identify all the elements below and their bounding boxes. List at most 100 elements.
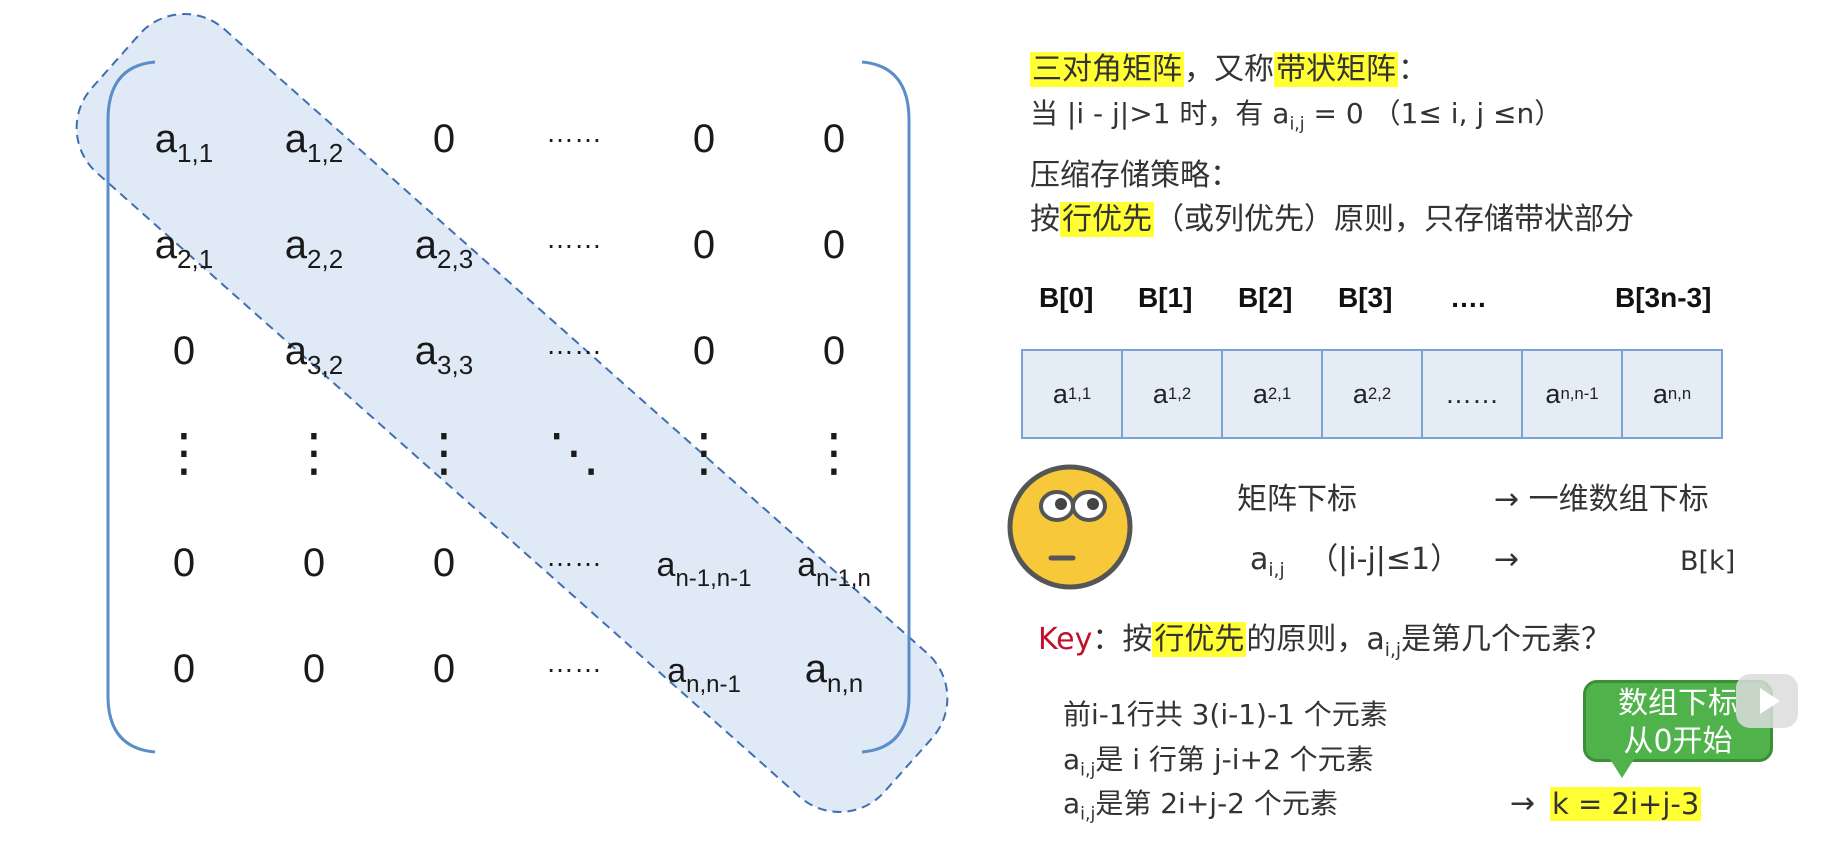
key-text-c: 是第几个元素？ — [1401, 622, 1612, 657]
array-label-2: B[2] — [1238, 282, 1293, 313]
bubble-line-1: 数组下标 — [1618, 686, 1738, 721]
matrix-cell: 0 — [693, 223, 715, 267]
matrix-cell: a2,1 — [155, 223, 213, 274]
array-label-0: B[0] — [1039, 282, 1094, 313]
matrix-cell: 0 — [303, 541, 325, 585]
matrix-cell: 0 — [823, 117, 845, 161]
array-cell: …… — [1423, 351, 1523, 437]
step-2-a: a — [1063, 743, 1081, 776]
array-label-3: B[3] — [1338, 282, 1393, 313]
matrix-cell: …… — [546, 223, 602, 254]
condition-subscript: i,j — [1289, 114, 1305, 135]
mapping-right-label: → 一维数组下标 — [1494, 482, 1709, 517]
step-2: ai,j是 i 行第 j-i+2 个元素 — [1063, 742, 1374, 789]
step-3-subscript: i,j — [1080, 804, 1096, 825]
final-arrow: → — [1510, 786, 1536, 821]
matrix-cell: a2,2 — [285, 223, 343, 274]
final-formula-highlight: k = 2i+j-3 — [1550, 787, 1702, 821]
key-highlight-row-major: 行优先 — [1152, 622, 1247, 657]
title-end: ： — [1398, 52, 1428, 87]
mapping-bk: B[k] — [1680, 546, 1736, 577]
rule-highlight-row-major: 行优先 — [1060, 202, 1154, 237]
matrix-cell: ⋮ — [158, 424, 210, 482]
step-3-a: a — [1063, 787, 1081, 820]
matrix-cell: 0 — [173, 329, 195, 373]
step-2-subscript: i,j — [1080, 760, 1096, 781]
matrix-cell: ⋮ — [678, 424, 730, 482]
step-3-b: 是第 2i+j-2 个元素 — [1095, 787, 1338, 820]
matrix-cell: …… — [546, 117, 602, 148]
matrix-cell: a3,3 — [415, 329, 473, 380]
step-2-b: 是 i 行第 j-i+2 个元素 — [1095, 743, 1374, 776]
condition-line: 当 |i - j|>1 时，有 ai,j = 0 （1≤ i, j ≤n） — [1030, 96, 1562, 143]
thinking-face-icon — [1007, 464, 1133, 590]
key-label: Key — [1038, 622, 1093, 657]
array-label-ellipsis: …. — [1450, 282, 1486, 313]
step-3: ai,j是第 2i+j-2 个元素 — [1063, 786, 1338, 833]
matrix-cell: 0 — [173, 647, 195, 691]
array-label-last: B[3n-3] — [1615, 282, 1712, 313]
matrix-cell: a3,2 — [285, 329, 343, 380]
right-bracket — [861, 60, 911, 754]
matrix-cell: 0 — [693, 329, 715, 373]
bubble-line-2: 从0开始 — [1623, 724, 1733, 759]
rule-text-a: 按 — [1030, 202, 1060, 237]
matrix-cell: 0 — [433, 647, 455, 691]
title-highlight-tridiagonal: 三对角矩阵 — [1030, 52, 1184, 87]
matrix-cell: an-1,n-1 — [657, 546, 752, 592]
matrix-cell: an,n — [805, 647, 863, 698]
rule-line: 按行优先（或列优先）原则，只存储带状部分 — [1030, 202, 1634, 238]
matrix-cell: …… — [546, 541, 602, 572]
final-formula: k = 2i+j-3 — [1550, 786, 1702, 822]
band-highlight — [75, 13, 949, 813]
matrix-cell: ⋮ — [808, 424, 860, 482]
mapping-condition: （|i-j|≤1） — [1308, 542, 1461, 577]
matrix-cell: an,n-1 — [667, 652, 741, 698]
matrix-cell: …… — [546, 329, 602, 360]
key-question-line: Key：按行优先的原则，ai,j是第几个元素？ — [1038, 622, 1611, 669]
matrix-cell: 0 — [823, 329, 845, 373]
play-button-icon[interactable] — [1736, 674, 1798, 728]
condition-text-b: = 0 （1≤ i, j ≤n） — [1304, 97, 1563, 130]
matrix-cell: 0 — [303, 647, 325, 691]
matrix-cell: 0 — [173, 541, 195, 585]
step-1: 前i-1行共 3(i-1)-1 个元素 — [1063, 698, 1388, 731]
speech-bubble-tail — [1608, 756, 1636, 778]
matrix-cell: 0 — [433, 117, 455, 161]
matrix-cell: …… — [546, 647, 602, 678]
title-line: 三对角矩阵，又称带状矩阵： — [1030, 52, 1428, 88]
key-text-a: ：按 — [1092, 622, 1153, 657]
title-highlight-band: 带状矩阵 — [1274, 52, 1398, 87]
mapping-subscript: i,j — [1268, 560, 1285, 581]
matrix-cell: 0 — [433, 541, 455, 585]
key-subscript: i,j — [1384, 640, 1402, 661]
mapping-a: a — [1250, 542, 1269, 577]
matrix-cell: 0 — [693, 117, 715, 161]
matrix-cell: a2,3 — [415, 223, 473, 274]
left-bracket — [106, 60, 156, 754]
matrix-cell: an-1,n — [797, 546, 871, 592]
matrix-cell: ⋱ — [548, 424, 600, 482]
mapping-arrow: → — [1494, 542, 1520, 577]
strategy-label: 压缩存储策略： — [1030, 158, 1240, 193]
matrix-cell: a1,2 — [285, 117, 343, 168]
matrix-cell: ⋮ — [418, 424, 470, 482]
mapping-element: ai,j （|i-j|≤1） — [1250, 542, 1460, 589]
rule-text-b: （或列优先）原则，只存储带状部分 — [1154, 202, 1634, 237]
matrix-cell: ⋮ — [288, 424, 340, 482]
title-mid: ，又称 — [1184, 52, 1274, 87]
condition-text-a: 当 |i - j|>1 时，有 a — [1030, 97, 1290, 130]
key-text-b: 的原则，a — [1246, 622, 1385, 657]
mapping-left-label: 矩阵下标 — [1237, 482, 1357, 517]
matrix-cell: 0 — [823, 223, 845, 267]
array-label-1: B[1] — [1138, 282, 1193, 313]
